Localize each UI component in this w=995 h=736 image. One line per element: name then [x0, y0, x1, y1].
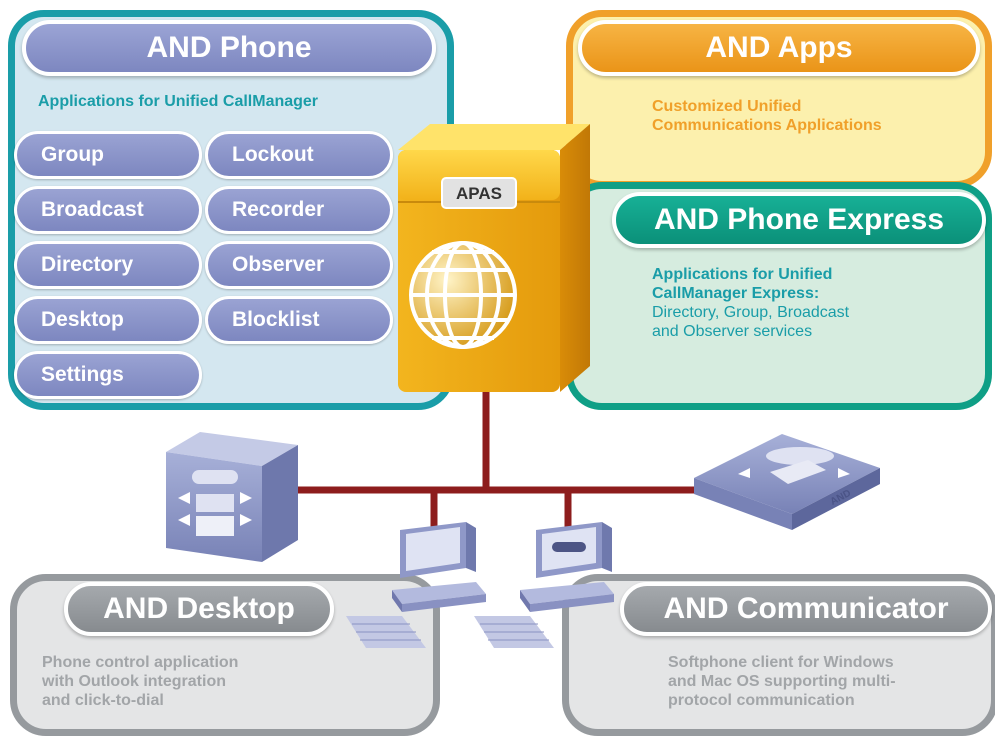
and-desktop-line1: Phone control application: [42, 654, 239, 671]
button-broadcast[interactable]: Broadcast: [14, 186, 202, 234]
desk-phone-device: [694, 434, 880, 530]
and-communicator-line2: and Mac OS supporting multi-: [668, 673, 896, 690]
ip-phone-device: [166, 432, 298, 562]
button-group[interactable]: Group: [14, 131, 202, 179]
apas-server: [398, 124, 590, 392]
and-apps-line1: Customized Unified: [652, 98, 802, 115]
and-phone-express-line3: Directory, Group, Broadcast: [652, 304, 850, 321]
button-directory[interactable]: Directory: [14, 241, 202, 289]
and-phone-express-line2: CallManager Express:: [652, 285, 820, 302]
network-lines: [292, 390, 700, 530]
and-apps-line2: Communications Applications: [652, 117, 882, 134]
and-phone-title: AND Phone: [22, 20, 436, 76]
and-desktop-line2: with Outlook integration: [42, 673, 226, 690]
button-settings[interactable]: Settings: [14, 351, 202, 399]
and-desktop-line3: and click-to-dial: [42, 692, 164, 709]
and-phone-express-line4: and Observer services: [652, 323, 813, 340]
and-phone-express-title: AND Phone Express: [612, 192, 986, 248]
desktop-computer-1: [346, 522, 486, 648]
desktop-computer-2: [474, 522, 614, 648]
apas-label-plate: [441, 177, 517, 209]
and-desktop-title: AND Desktop: [64, 582, 334, 636]
and-communicator-line1: Softphone client for Windows: [668, 654, 894, 671]
button-observer[interactable]: Observer: [205, 241, 393, 289]
button-recorder[interactable]: Recorder: [205, 186, 393, 234]
and-phone-express-line1: Applications for Unified: [652, 266, 833, 283]
apas-label: APAS: [456, 184, 502, 203]
button-desktop[interactable]: Desktop: [14, 296, 202, 344]
and-apps-title: AND Apps: [578, 20, 980, 76]
button-blocklist[interactable]: Blocklist: [205, 296, 393, 344]
and-communicator-line3: protocol communication: [668, 692, 855, 709]
and-communicator-title: AND Communicator: [620, 582, 992, 636]
button-lockout[interactable]: Lockout: [205, 131, 393, 179]
and-phone-subtitle: Applications for Unified CallManager: [38, 93, 319, 110]
